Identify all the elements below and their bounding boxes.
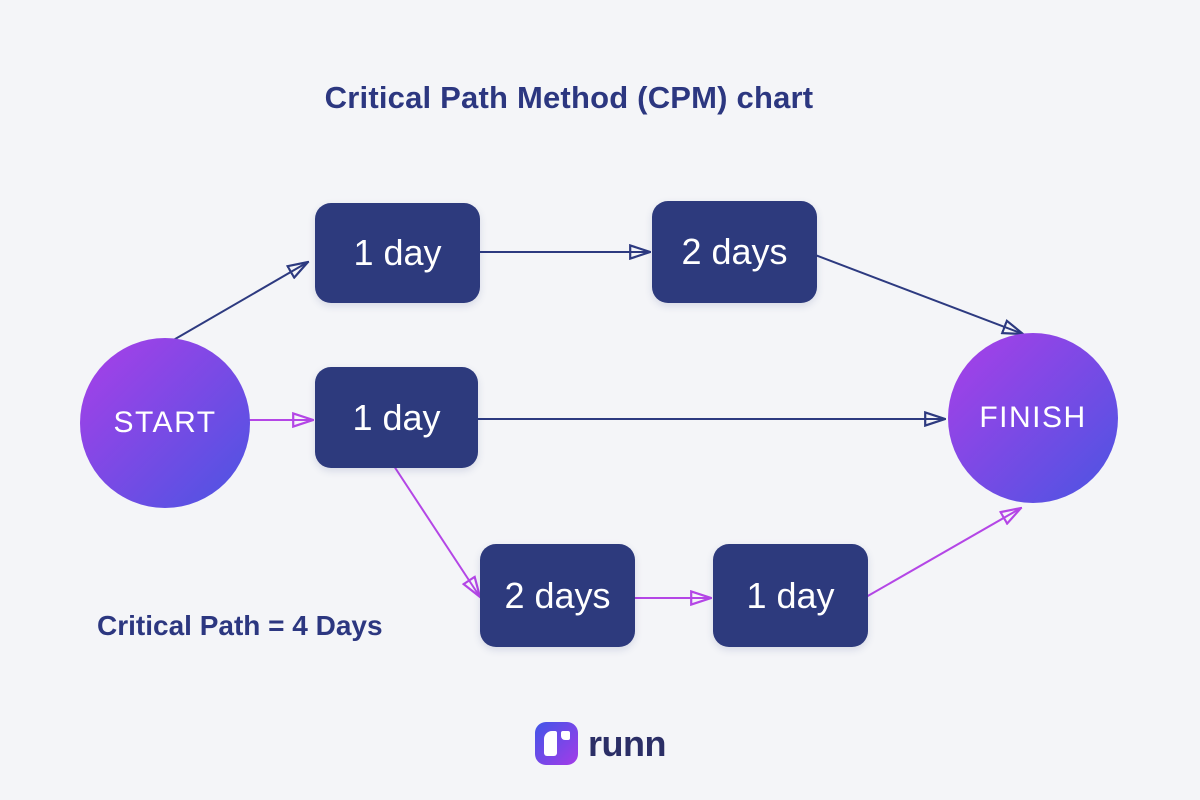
node-bottom-2days: 2 days — [480, 544, 635, 647]
node-top-2days-label: 2 days — [681, 231, 788, 272]
edge-bottom2-finish — [865, 508, 1021, 598]
runn-logo-icon-dot — [561, 731, 570, 740]
node-finish: FINISH — [948, 333, 1118, 503]
edge-top2-finish — [809, 252, 1023, 334]
node-start: START — [80, 338, 250, 508]
node-middle-1day-label: 1 day — [352, 396, 441, 438]
node-start-label: START — [113, 406, 217, 439]
node-bottom-1day: 1 day — [713, 544, 868, 647]
node-middle-1day: 1 day — [315, 367, 478, 468]
node-top-1day: 1 day — [315, 203, 480, 303]
runn-logo: runn — [535, 722, 666, 765]
runn-logo-icon — [535, 722, 578, 765]
critical-path-annotation: Critical Path = 4 Days — [97, 610, 383, 641]
node-top-2days: 2 days — [652, 201, 817, 303]
edge-start-top1 — [169, 262, 308, 343]
runn-logo-icon-stem — [544, 731, 557, 756]
runn-logo-text: runn — [588, 723, 666, 764]
node-bottom-1day-label: 1 day — [746, 574, 835, 616]
node-bottom-2days-label: 2 days — [504, 574, 611, 616]
page-title: Critical Path Method (CPM) chart — [324, 80, 814, 115]
node-top-1day-label: 1 day — [353, 232, 442, 273]
node-finish-label: FINISH — [979, 401, 1087, 434]
edge-mid1-bottom1 — [389, 459, 480, 597]
